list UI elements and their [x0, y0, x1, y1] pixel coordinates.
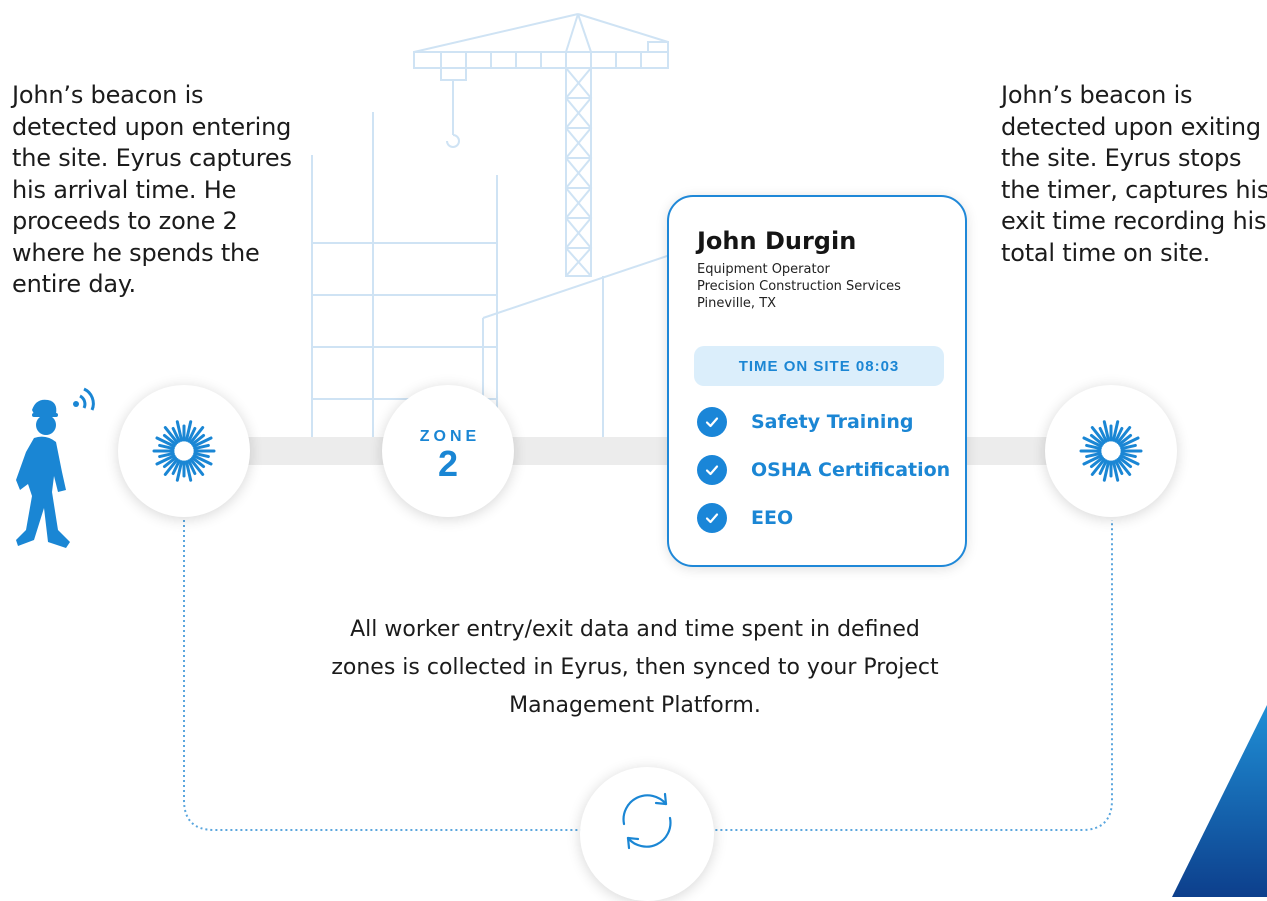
time-on-site-badge: TIME ON SITE 08:03 [694, 346, 944, 386]
certification-label: OSHA Certification [751, 459, 951, 481]
worker-company: Precision Construction Services [697, 279, 901, 294]
track-segment [240, 437, 400, 465]
worker-card: John Durgin Equipment Operator Precision… [667, 195, 967, 567]
sensor-burst-icon [1079, 420, 1143, 482]
corner-decoration [1172, 705, 1267, 897]
zone-node: ZONE 2 [382, 385, 514, 517]
certification-item: EEO [697, 503, 793, 533]
footer-description: All worker entry/exit data and time spen… [331, 617, 939, 718]
certification-item: Safety Training [697, 407, 913, 437]
worker-location: Pineville, TX [697, 296, 777, 311]
check-icon [697, 503, 727, 533]
check-icon [697, 455, 727, 485]
sensor-burst-icon [152, 420, 216, 482]
track-segment [500, 437, 680, 465]
sync-node [580, 767, 714, 901]
zone-number: 2 [437, 443, 459, 484]
exit-description: John’s beacon is detected upon exiting t… [1001, 81, 1267, 267]
entry-sensor-node [118, 385, 250, 517]
construction-scene [311, 13, 769, 440]
certification-label: Safety Training [751, 411, 914, 433]
worker-role: Equipment Operator [697, 262, 830, 277]
certification-label: EEO [751, 507, 794, 529]
sync-icon [622, 792, 672, 850]
exit-sensor-node [1045, 385, 1177, 517]
zone-label: ZONE [419, 428, 481, 445]
entry-description: John’s beacon is detected upon entering … [12, 81, 292, 298]
worker-icon [16, 387, 95, 548]
certification-item: OSHA Certification [697, 455, 950, 485]
beacon-signal-icon [73, 387, 95, 411]
worker-name: John Durgin [697, 227, 857, 255]
track-segment [955, 437, 1055, 465]
check-icon [697, 407, 727, 437]
